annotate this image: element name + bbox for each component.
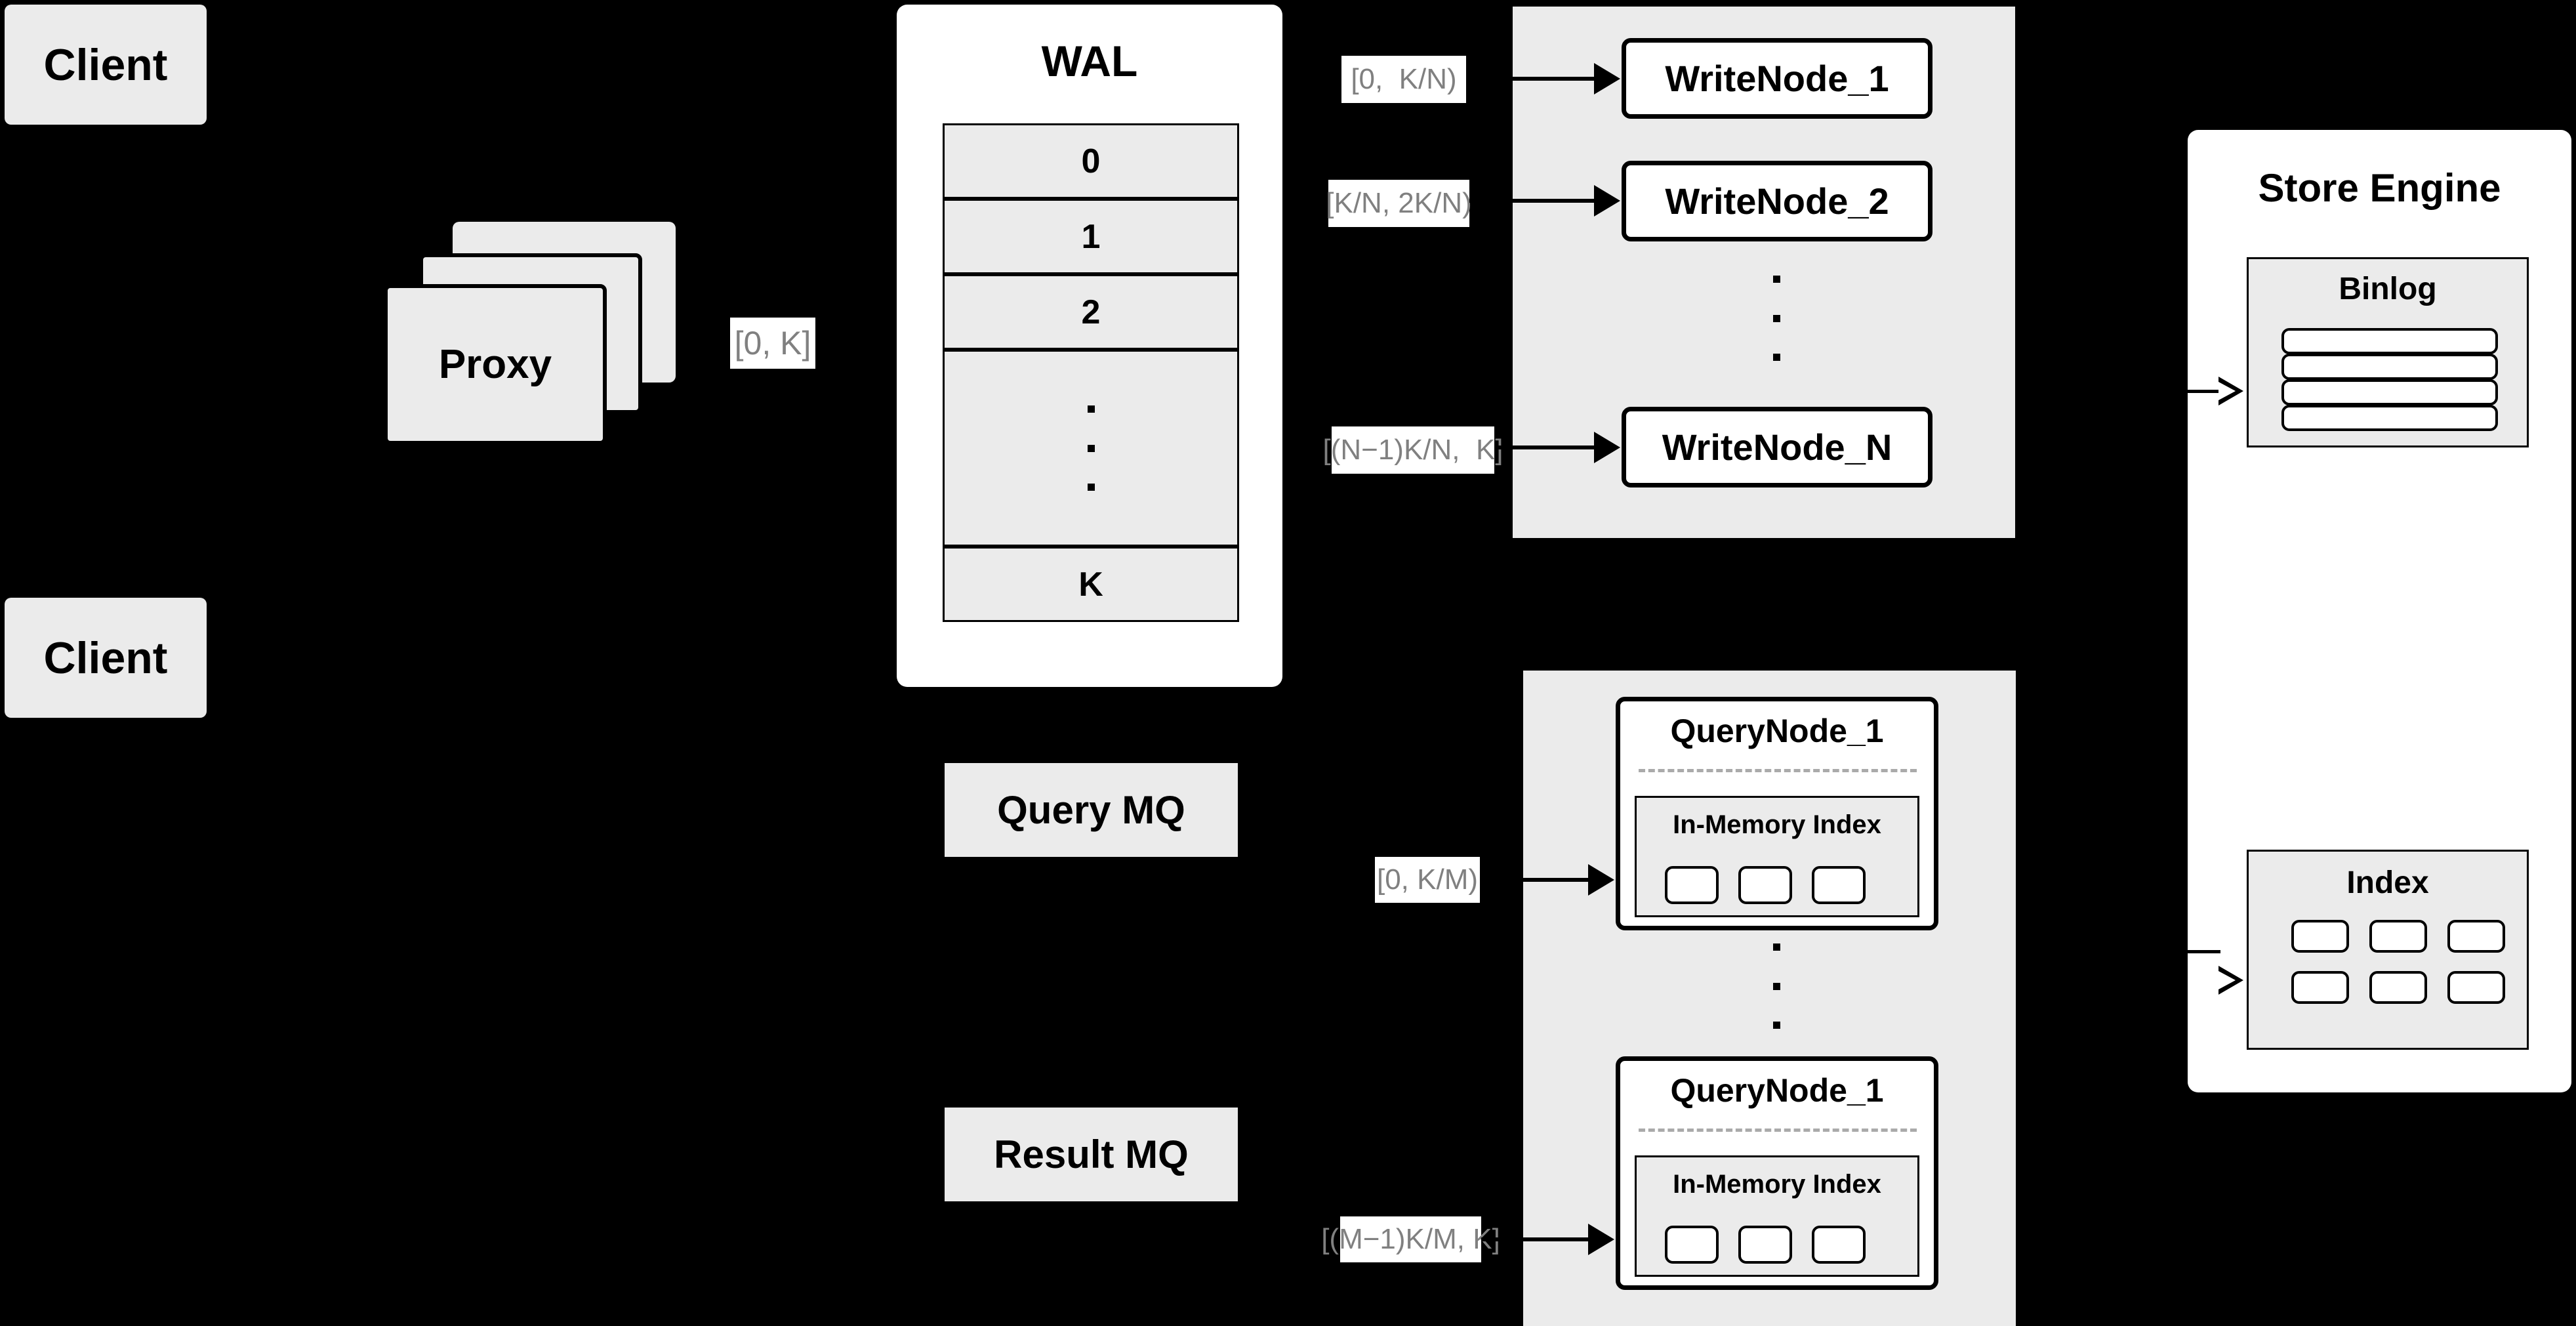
query-node-m-index-label: In-Memory Index [1673, 1170, 1881, 1199]
edge-label-proxy-to-wal: [0, K] [730, 318, 815, 369]
client-box-1[interactable]: Client [5, 5, 207, 125]
edge-label-mq-to-query-node-m: [(M−1)K/M, K] [1321, 1216, 1500, 1262]
edge-label-wal-to-write-node-1: [0, K/N) [1341, 56, 1466, 103]
wal-entry-k[interactable]: K [943, 547, 1239, 622]
write-node-2[interactable]: WriteNode_2 [1622, 161, 1932, 241]
query-node-m-segment-2[interactable] [1738, 1226, 1792, 1264]
index-cell-4[interactable] [2291, 971, 2349, 1004]
write-cluster-vertical-dots-icon [1773, 276, 1780, 361]
binlog-row-1[interactable] [2281, 328, 2498, 354]
edge-label-wal-to-write-node-n: [(N−1)K/N, K] [1322, 426, 1503, 474]
wal-entry-ellipsis [943, 350, 1239, 547]
arrow-head-icon [1588, 1224, 1614, 1255]
query-node-m-separator [1639, 1129, 1917, 1132]
arrow-mq-to-query-node-m [1481, 1237, 1590, 1241]
wal-entry-label: 2 [1081, 293, 1101, 331]
arrow-write-to-binlog [2186, 390, 2220, 393]
query-node-1-title: QueryNode_1 [1670, 713, 1884, 749]
result-mq-box[interactable]: Result MQ [945, 1108, 1238, 1201]
index-cell-6[interactable] [2447, 971, 2505, 1004]
query-node-m-segment-1[interactable] [1665, 1226, 1719, 1264]
wal-entry-label: 1 [1081, 217, 1101, 256]
binlog-row-3[interactable] [2281, 379, 2498, 405]
write-node-1[interactable]: WriteNode_1 [1622, 38, 1932, 119]
edge-label-mq-to-query-node-1: [0, K/M) [1375, 857, 1480, 903]
query-cluster-vertical-dots-icon [1773, 943, 1780, 1029]
wal-title: WAL [1041, 37, 1138, 85]
wal-vertical-dots-icon [1087, 405, 1095, 491]
index-cell-2[interactable] [2369, 920, 2427, 953]
edge-label-text: [K/N, 2K/N) [1326, 187, 1472, 219]
arrow-head-icon [1594, 63, 1620, 94]
query-node-m-title: QueryNode_1 [1670, 1072, 1884, 1109]
arrow-wal-to-write-node-2 [1469, 199, 1596, 203]
wal-entry-2[interactable]: 2 [943, 274, 1239, 350]
arrow-head-icon [1594, 185, 1620, 217]
write-node-label: WriteNode_2 [1665, 180, 1889, 222]
client-box-2[interactable]: Client [5, 598, 207, 718]
index-cell-5[interactable] [2369, 971, 2427, 1004]
proxy-box[interactable]: Proxy [384, 284, 607, 445]
client-label-2: Client [43, 632, 168, 683]
write-node-label: WriteNode_1 [1665, 58, 1889, 99]
binlog-row-4[interactable] [2281, 405, 2498, 431]
arrow-head-hollow-icon [2218, 966, 2243, 995]
arrow-query-to-index [2186, 950, 2220, 953]
wal-entry-label: K [1078, 565, 1103, 604]
edge-label-text: [0, K] [734, 325, 811, 362]
query-node-1-separator [1639, 769, 1917, 772]
edge-label-text: [0, K/N) [1351, 63, 1457, 95]
wal-entry-label: 0 [1081, 142, 1101, 180]
store-engine-title: Store Engine [2258, 166, 2501, 210]
binlog-title: Binlog [2339, 272, 2437, 306]
query-node-1-segment-1[interactable] [1665, 866, 1719, 904]
index-title: Index [2346, 865, 2429, 900]
arrow-mq-to-query-node-1 [1480, 878, 1590, 882]
wal-entry-1[interactable]: 1 [943, 199, 1239, 274]
query-node-1-segment-2[interactable] [1738, 866, 1792, 904]
edge-label-text: [0, K/M) [1376, 863, 1479, 896]
client-label-1: Client [43, 39, 168, 90]
write-node-label: WriteNode_N [1662, 426, 1892, 468]
edge-label-wal-to-write-node-2: [K/N, 2K/N) [1326, 180, 1472, 227]
wal-entry-0[interactable]: 0 [943, 123, 1239, 199]
index-cell-1[interactable] [2291, 920, 2349, 953]
index-cell-3[interactable] [2447, 920, 2505, 953]
query-node-m-segment-3[interactable] [1812, 1226, 1866, 1264]
arrow-wal-to-write-node-1 [1468, 77, 1596, 81]
arrow-wal-to-write-node-n [1494, 445, 1596, 449]
query-node-1-segment-3[interactable] [1812, 866, 1866, 904]
query-mq-label: Query MQ [997, 788, 1185, 832]
result-mq-label: Result MQ [994, 1132, 1189, 1176]
arrow-head-icon [1594, 432, 1620, 463]
write-node-n[interactable]: WriteNode_N [1622, 407, 1932, 487]
edge-label-text: [(M−1)K/M, K] [1321, 1223, 1500, 1255]
proxy-label: Proxy [438, 342, 552, 387]
arrow-head-icon [1588, 864, 1614, 896]
query-node-1-index-label: In-Memory Index [1673, 810, 1881, 839]
arrow-head-hollow-icon [2218, 377, 2243, 405]
query-mq-box[interactable]: Query MQ [945, 763, 1238, 857]
edge-label-text: [(N−1)K/N, K] [1322, 434, 1503, 466]
binlog-row-2[interactable] [2281, 354, 2498, 380]
